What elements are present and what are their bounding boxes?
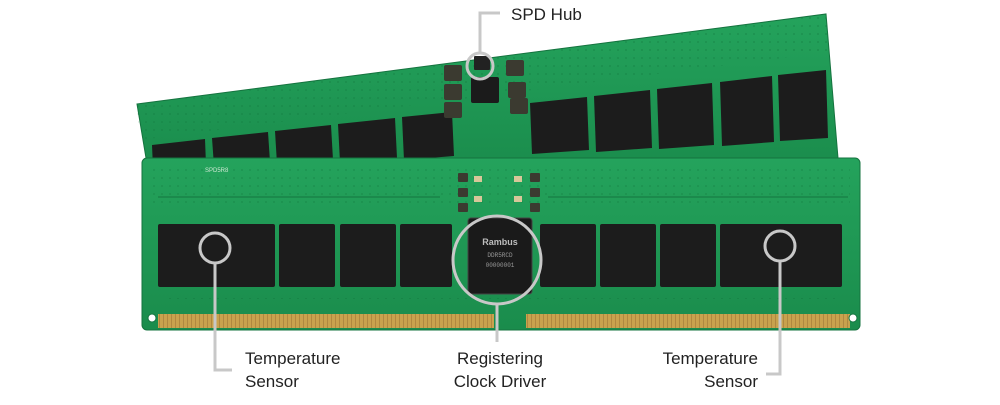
gold-fingers-right [526, 314, 850, 328]
pcb-silkscreen: SPD5R8 [205, 168, 229, 174]
temperature-sensor-right-label: Temperature Sensor [640, 347, 758, 393]
temperature-sensor-left-line1: Temperature [245, 349, 341, 368]
rcd-chip-marking-code: 00000001 [486, 262, 515, 269]
temperature-sensor-right-line1: Temperature [662, 349, 758, 368]
temperature-sensor-left-label: Temperature Sensor [245, 347, 340, 393]
spd-hub-callout-line [478, 11, 500, 53]
rcd-label-line2: Clock Driver [453, 372, 547, 391]
rcd-chip: Rambus DDR5RCD 00000001 [467, 217, 533, 295]
dram-chips-left [158, 224, 452, 287]
gold-fingers-left [158, 314, 494, 328]
bottom-passives [165, 298, 835, 302]
spd-hub-label: SPD Hub [511, 3, 582, 26]
spd-hub-components [444, 56, 528, 118]
front-module: SPD5R8 [141, 157, 861, 331]
rcd-passives [458, 173, 540, 212]
back-module [136, 13, 839, 171]
registering-clock-driver-label: Registering Clock Driver [430, 347, 570, 393]
temperature-sensor-left-line2: Sensor [245, 372, 299, 391]
rcd-chip-marking-model: DDR5RCD [487, 252, 513, 259]
callouts [198, 11, 797, 376]
rcd-label-line1: Registering [457, 349, 543, 368]
temp-sensor-right-callout-line [766, 261, 782, 376]
temp-sensor-left-callout-line [213, 263, 232, 372]
dram-chips-right [540, 224, 842, 287]
spd-hub-label-text: SPD Hub [511, 5, 582, 24]
temperature-sensor-right-line2: Sensor [704, 372, 758, 391]
rcd-chip-marking-brand: Rambus [482, 237, 518, 247]
